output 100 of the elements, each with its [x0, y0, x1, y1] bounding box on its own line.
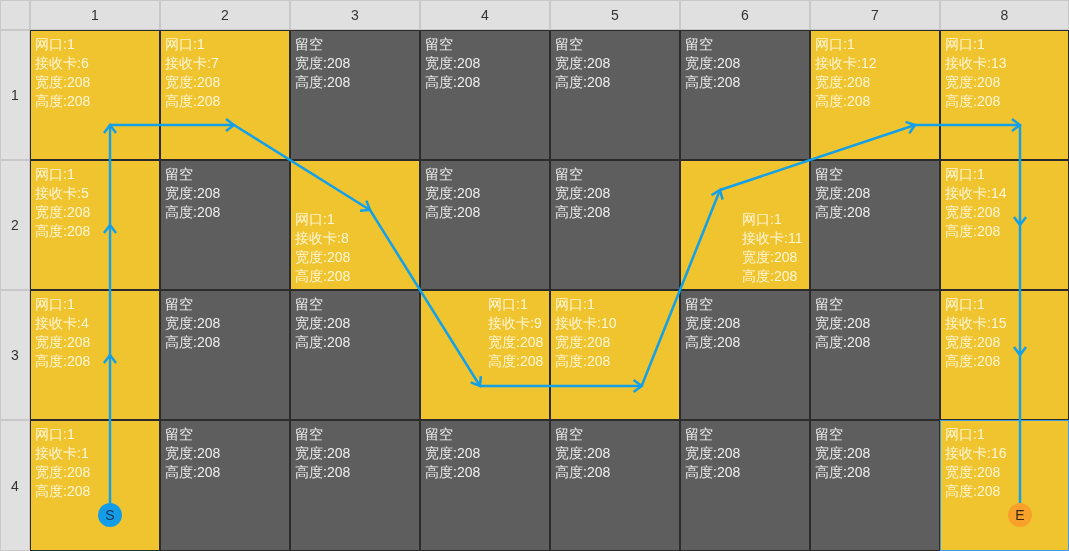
cell-text: 留空: [425, 425, 453, 444]
cell-text: 高度:208: [295, 463, 351, 482]
cell-text: 宽度:208: [555, 54, 611, 73]
cell-text: 接收卡:8: [295, 229, 349, 248]
cell-text: 高度:208: [165, 333, 221, 352]
arrow: [480, 378, 643, 394]
cell-text: 留空: [165, 295, 193, 314]
cell-text: 高度:208: [165, 463, 221, 482]
cell-text: 接收卡:15: [945, 314, 1007, 333]
cell-text: 接收卡:7: [165, 54, 219, 73]
cell-text: 宽度:208: [685, 444, 741, 463]
cell-text: 接收卡:14: [945, 184, 1007, 203]
cell-text: 网口:1: [945, 165, 985, 184]
cell-text: 高度:208: [35, 222, 91, 241]
cell-text: 高度:208: [295, 267, 351, 286]
cell-text: 接收卡:9: [488, 314, 542, 333]
cell-text: 高度:208: [815, 333, 871, 352]
cell-text: 网口:1: [945, 35, 985, 54]
cell-text: 宽度:208: [945, 333, 1001, 352]
end-circle: E: [1008, 503, 1032, 527]
cell-text: 高度:208: [488, 352, 544, 371]
cell-text: 高度:208: [425, 203, 481, 222]
card-cell: [420, 290, 550, 420]
column-header: 6: [680, 0, 810, 30]
cell-text: 宽度:208: [945, 203, 1001, 222]
arrow: [102, 123, 118, 225]
cell-text: 宽度:208: [685, 54, 741, 73]
cell-text: 高度:208: [35, 92, 91, 111]
column-header: 4: [420, 0, 550, 30]
row-header: 1: [0, 30, 30, 160]
card-cell: [940, 30, 1069, 160]
cell-text: 宽度:208: [35, 463, 91, 482]
cell-text: 宽度:208: [815, 314, 871, 333]
row-header: 4: [0, 420, 30, 551]
column-header: 8: [940, 0, 1069, 30]
card-cell: [30, 30, 160, 160]
cell-text: 留空: [685, 35, 713, 54]
arrow: [102, 353, 118, 503]
card-cell: [160, 30, 290, 160]
cell-text: 网口:1: [742, 210, 782, 229]
cell-text: 高度:208: [815, 92, 871, 111]
cell-text: 高度:208: [945, 222, 1001, 241]
cell-text: 接收卡:12: [815, 54, 877, 73]
connector-line: [1018, 355, 1022, 503]
cell-text: 宽度:208: [815, 73, 871, 92]
cell-text: 网口:1: [295, 210, 335, 229]
cell-text: 高度:208: [425, 463, 481, 482]
cell-text: 留空: [555, 165, 583, 184]
cell-text: 宽度:208: [35, 333, 91, 352]
cell-text: 留空: [165, 165, 193, 184]
cell-text: 宽度:208: [685, 314, 741, 333]
cell-text: 宽度:208: [945, 463, 1001, 482]
cell-text: 网口:1: [35, 165, 75, 184]
cell-text: 宽度:208: [165, 73, 221, 92]
cell-text: 接收卡:6: [35, 54, 89, 73]
cell-text: 宽度:208: [165, 314, 221, 333]
cell-text: 高度:208: [295, 73, 351, 92]
cell-text: 高度:208: [555, 352, 611, 371]
card-cell: [30, 420, 160, 551]
card-cell: [810, 30, 940, 160]
cell-text: 接收卡:13: [945, 54, 1007, 73]
card-cell: [290, 160, 420, 290]
cell-text: 宽度:208: [165, 444, 221, 463]
cell-text: 留空: [685, 295, 713, 314]
cell-text: 留空: [555, 425, 583, 444]
arrow: [233, 123, 372, 213]
arrow: [368, 209, 483, 388]
card-cell: [940, 420, 1069, 551]
cell-text: 高度:208: [35, 352, 91, 371]
column-header: 7: [810, 0, 940, 30]
column-header: 3: [290, 0, 420, 30]
cell-text: 网口:1: [815, 35, 855, 54]
arrow: [1012, 125, 1028, 227]
card-cell: [680, 160, 810, 290]
cell-text: 网口:1: [488, 295, 528, 314]
arrow: [1012, 225, 1028, 357]
cell-text: 留空: [815, 165, 843, 184]
cell-text: 宽度:208: [815, 444, 871, 463]
cell-text: 留空: [815, 425, 843, 444]
cell-text: 网口:1: [35, 35, 75, 54]
cell-text: 宽度:208: [35, 73, 91, 92]
cell-text: 高度:208: [555, 73, 611, 92]
cell-text: 宽度:208: [742, 248, 798, 267]
cell-text: 留空: [295, 295, 323, 314]
cell-text: 高度:208: [35, 482, 91, 501]
cell-text: 高度:208: [685, 333, 741, 352]
arrow: [915, 117, 1022, 133]
cell-text: 高度:208: [815, 203, 871, 222]
cell-text: 接收卡:5: [35, 184, 89, 203]
cell-text: 网口:1: [35, 295, 75, 314]
cell-text: 留空: [295, 35, 323, 54]
cell-text: 接收卡:16: [945, 444, 1007, 463]
arrow: [110, 117, 236, 133]
cell-text: 宽度:208: [815, 184, 871, 203]
cell-text: 宽度:208: [295, 314, 351, 333]
cell-text: 高度:208: [165, 203, 221, 222]
cell-text: 宽度:208: [35, 203, 91, 222]
cell-text: 高度:208: [685, 463, 741, 482]
cell-text: 网口:1: [945, 425, 985, 444]
cell-text: 宽度:208: [945, 73, 1001, 92]
